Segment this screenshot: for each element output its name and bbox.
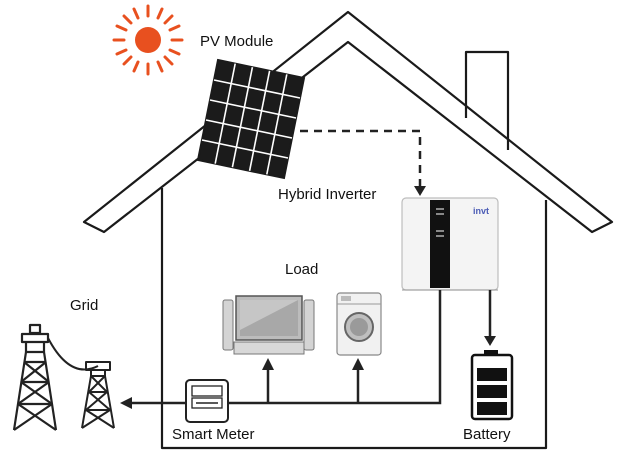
solar-panel-icon	[196, 58, 306, 180]
tv-icon	[222, 295, 315, 355]
house-outline	[82, 10, 614, 450]
pv-dc-link	[300, 129, 426, 196]
washing-machine-icon	[336, 292, 382, 356]
ac-bus-lines	[130, 290, 442, 405]
smart-meter-label: Smart Meter	[172, 426, 255, 443]
load-label: Load	[285, 261, 319, 278]
grid-tower-small-icon	[81, 361, 115, 429]
ac-bus-arrows	[120, 358, 364, 409]
grid-tower-icon	[12, 323, 58, 431]
hybrid-inverter-unit	[401, 197, 499, 291]
pv-module-label: PV Module	[200, 33, 274, 50]
battery-icon	[470, 350, 514, 421]
hybrid-inverter-label: Hybrid Inverter	[278, 186, 377, 203]
sun-icon	[112, 4, 184, 76]
grid-label: Grid	[70, 297, 99, 314]
grid-power-cable	[47, 337, 99, 371]
smart-meter-icon	[185, 379, 229, 423]
battery-label: Battery	[463, 426, 511, 443]
inverter-battery-link	[484, 290, 496, 346]
inverter-brand-logo: invt	[473, 206, 490, 216]
